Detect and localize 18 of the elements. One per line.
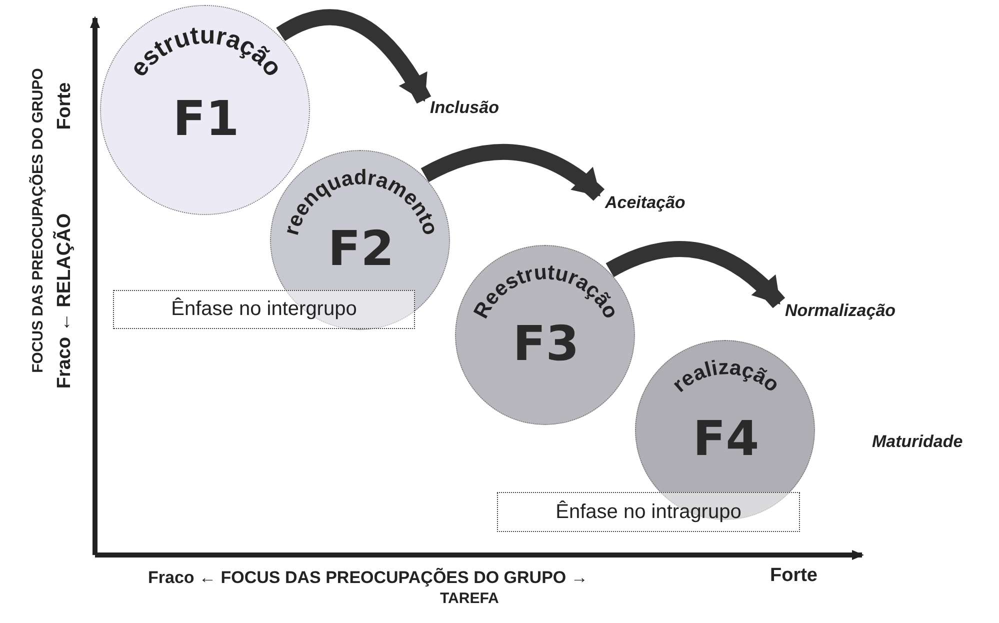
- stage-label: Aceitação: [605, 193, 686, 213]
- axis-title: TAREFA: [440, 590, 499, 607]
- phase-label: F4: [692, 411, 760, 467]
- axis-scale-label: Forte: [54, 81, 76, 132]
- axis-scale-label: Forte: [770, 565, 818, 587]
- emphasis-box: Ênfase no intragrupo: [497, 492, 800, 532]
- curved-arrow: [421, 144, 604, 201]
- phase-label: F3: [512, 316, 580, 372]
- stage-label: Normalização: [785, 301, 896, 321]
- axis-scale-label: Fraco ← RELAÇÃO: [54, 212, 76, 391]
- stage-label: Inclusão: [430, 98, 499, 118]
- stage-label: Maturidade: [872, 432, 963, 452]
- curved-arrow: [606, 241, 785, 308]
- phase-label: F1: [172, 91, 240, 147]
- arc-label: realização: [668, 356, 784, 397]
- axis-title: FOCUS DAS PREOCUPAÇÕES DO GRUPO: [30, 67, 46, 375]
- axis-title: Fraco ← FOCUS DAS PREOCUPAÇÕES DO GRUPO →: [148, 568, 588, 588]
- emphasis-box: Ênfase no intergrupo: [113, 290, 415, 329]
